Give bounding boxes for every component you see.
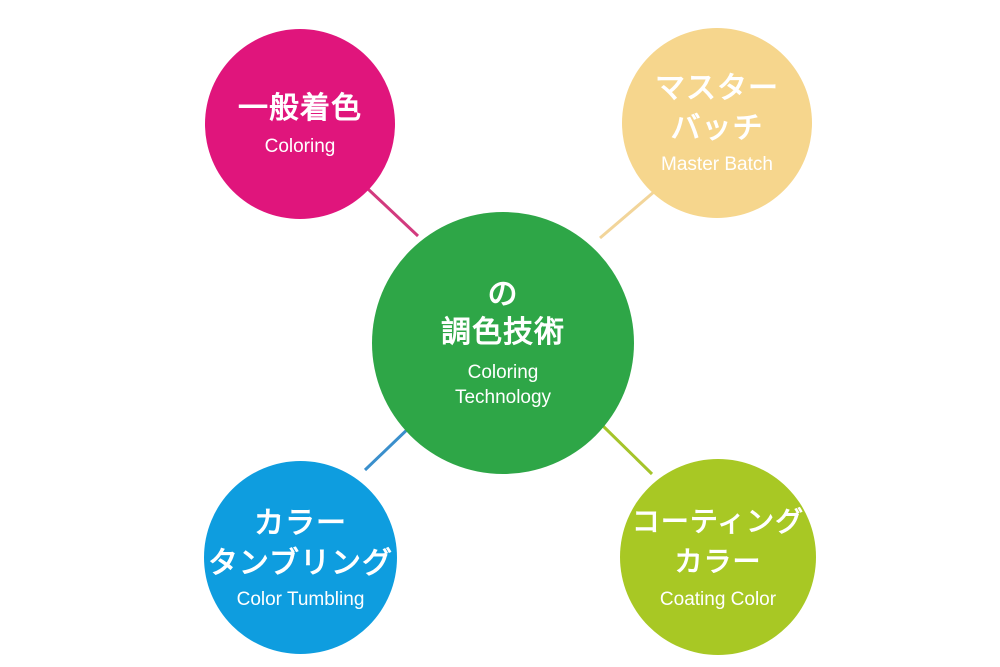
connector-tumbling [363, 422, 415, 472]
connector-master-batch [599, 189, 656, 240]
connector-coating [601, 424, 654, 476]
node-center: の 調色技術 Coloring Technology [372, 212, 634, 474]
node-coating-color-title-ja: コーティング カラー [631, 505, 805, 578]
node-coating-color-title-en: Coating Color [659, 589, 777, 610]
node-coating-color: コーティング カラー Coating Color [620, 459, 816, 655]
node-master-batch: マスター バッチ Master Batch [622, 28, 812, 218]
connector-coloring [366, 187, 420, 238]
node-master-batch-title-en: Master Batch [661, 154, 773, 175]
node-color-tumbling: カラー タンブリング Color Tumbling [204, 461, 397, 654]
node-coloring-title-en: Coloring [264, 136, 336, 157]
node-color-tumbling-title-ja: カラー タンブリング [207, 505, 394, 581]
center-title-en: Coloring Technology [454, 362, 552, 408]
center-title-ja: の 調色技術 [441, 277, 565, 350]
node-master-batch-title-ja: マスター バッチ [655, 71, 779, 146]
node-coloring: 一般着色 Coloring [205, 29, 395, 219]
node-color-tumbling-title-en: Color Tumbling [236, 588, 365, 610]
node-coloring-title-ja: 一般着色 [238, 91, 362, 126]
